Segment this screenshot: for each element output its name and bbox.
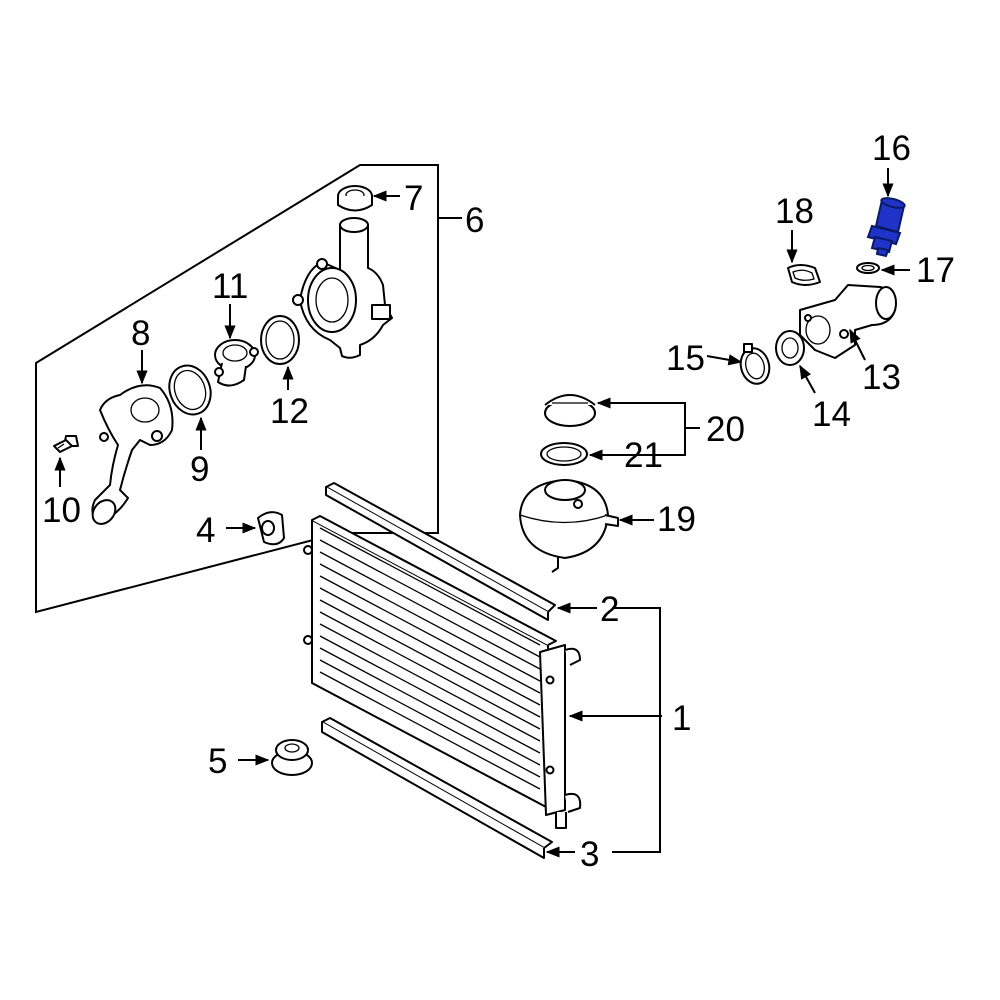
assembly-box-6 — [35, 164, 439, 614]
part-19-expansion-tank[interactable] — [519, 479, 619, 573]
part-3-lower-strip[interactable] — [321, 717, 553, 859]
callout-11[interactable]: 11 — [212, 267, 248, 306]
part-6-housing[interactable] — [292, 217, 393, 359]
part-13-flange[interactable] — [799, 284, 897, 359]
callout-19[interactable]: 19 — [657, 500, 696, 539]
part-11-thermostat[interactable] — [214, 339, 259, 387]
callout-2[interactable]: 2 — [600, 590, 619, 629]
part-9-o-ring[interactable] — [163, 360, 218, 421]
callout-14[interactable]: 14 — [812, 395, 851, 434]
part-2-upper-strip[interactable] — [325, 482, 556, 621]
callout-3[interactable]: 3 — [580, 835, 599, 874]
callout-7[interactable]: 7 — [404, 179, 423, 218]
callout-12[interactable]: 12 — [270, 392, 309, 431]
part-14-seal[interactable] — [775, 330, 805, 366]
callout-8[interactable]: 8 — [131, 314, 150, 353]
callout-1[interactable]: 1 — [672, 699, 691, 738]
callout-4[interactable]: 4 — [196, 511, 215, 550]
callout-13[interactable]: 13 — [862, 358, 901, 397]
callout-10[interactable]: 10 — [42, 491, 81, 530]
part-17-o-ring[interactable] — [856, 262, 880, 274]
callout-labels: 1 2 3 4 5 6 7 8 9 10 11 12 13 14 15 16 1… — [42, 129, 955, 874]
callout-21[interactable]: 21 — [624, 436, 663, 475]
part-8-cover[interactable] — [88, 384, 174, 528]
callout-20[interactable]: 20 — [706, 410, 745, 449]
callout-17[interactable]: 17 — [916, 251, 955, 290]
part-21-gasket[interactable] — [540, 442, 588, 466]
part-18-gasket[interactable] — [787, 264, 821, 286]
part-15-clamp[interactable] — [737, 343, 773, 387]
callout-9[interactable]: 9 — [190, 450, 209, 489]
leader-lines — [54, 168, 910, 858]
part-7-seal[interactable] — [337, 185, 373, 212]
part-10-bolt[interactable] — [53, 435, 79, 453]
part-16-temperature-sensor[interactable] — [866, 196, 906, 258]
part-4-mount[interactable] — [257, 511, 285, 546]
part-12-o-ring[interactable] — [260, 315, 300, 365]
part-5-mount[interactable] — [271, 739, 313, 776]
callout-18[interactable]: 18 — [775, 192, 814, 231]
callout-16[interactable]: 16 — [872, 129, 911, 168]
part-20-cap[interactable] — [544, 394, 596, 427]
callout-5[interactable]: 5 — [208, 742, 227, 781]
part-1-radiator[interactable] — [303, 515, 582, 829]
callout-6[interactable]: 6 — [465, 201, 484, 240]
callout-15[interactable]: 15 — [666, 339, 705, 378]
